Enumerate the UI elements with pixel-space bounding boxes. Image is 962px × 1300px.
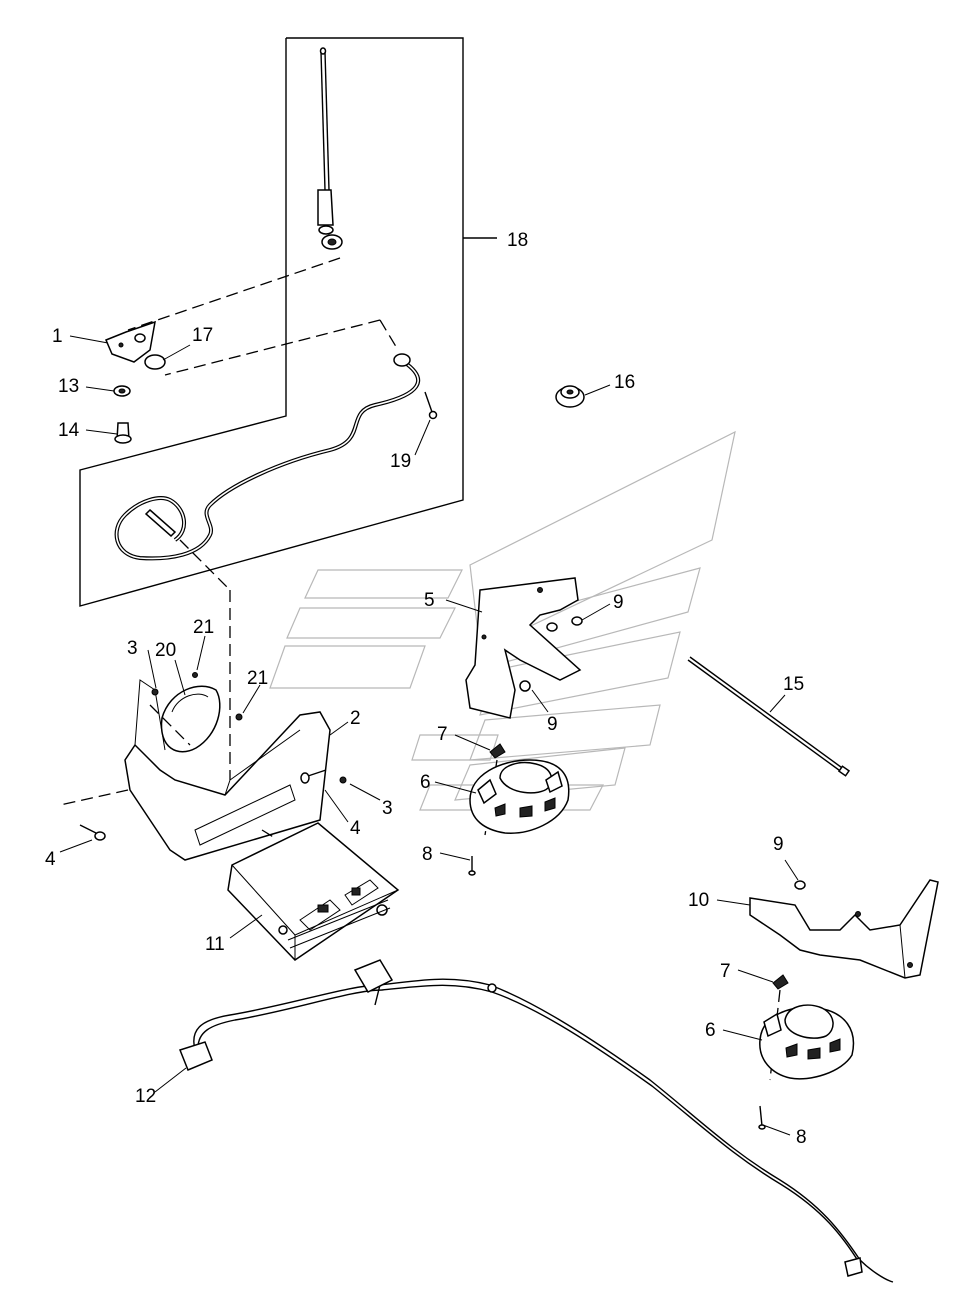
screw-9 xyxy=(519,616,806,890)
washer-17 xyxy=(144,354,166,370)
callout-9: 9 xyxy=(547,714,558,735)
speaker-6 xyxy=(469,759,570,834)
clip-21 xyxy=(192,672,243,721)
cable-clip-19 xyxy=(424,391,438,420)
watermark-logo xyxy=(269,430,736,811)
callout-12: 12 xyxy=(135,1086,156,1107)
callout-20: 20 xyxy=(155,640,176,661)
callout-7: 7 xyxy=(720,961,731,982)
grommet-16 xyxy=(555,385,585,408)
callout-14: 14 xyxy=(58,420,80,441)
antenna-kit-boundary xyxy=(79,37,497,607)
callout-2: 2 xyxy=(350,708,361,729)
bolt-14 xyxy=(114,422,132,444)
antenna-mast xyxy=(317,47,343,250)
callout-3: 3 xyxy=(127,638,138,659)
callout-6: 6 xyxy=(705,1020,716,1041)
callout-15: 15 xyxy=(783,674,804,695)
callout-21: 21 xyxy=(193,617,214,638)
callout-5: 5 xyxy=(424,590,435,611)
callout-1: 1 xyxy=(52,326,63,347)
callout-21: 21 xyxy=(247,668,268,689)
cable-tie-15 xyxy=(687,656,851,777)
callout-16: 16 xyxy=(614,372,635,393)
antenna-bracket xyxy=(105,320,156,363)
callout-9: 9 xyxy=(613,592,624,613)
callout-13: 13 xyxy=(58,376,79,397)
callout-8: 8 xyxy=(422,844,433,865)
radio-unit-11 xyxy=(227,822,400,961)
speaker-bracket-10 xyxy=(749,879,939,979)
callout-9: 9 xyxy=(773,834,784,855)
wiring-harness-12 xyxy=(179,959,894,1283)
antenna-cable xyxy=(114,353,420,561)
callout-17: 17 xyxy=(192,325,213,346)
callout-10: 10 xyxy=(688,890,709,911)
screw-4 xyxy=(79,769,327,841)
callout-labels: 1 2 3 3 4 4 5 6 6 7 7 8 8 9 9 9 10 11 12… xyxy=(45,230,807,1148)
callout-8: 8 xyxy=(796,1127,807,1148)
callout-18: 18 xyxy=(507,230,528,251)
callout-3: 3 xyxy=(382,798,393,819)
callout-7: 7 xyxy=(437,724,448,745)
leader-lines xyxy=(59,335,799,1136)
callout-19: 19 xyxy=(390,451,411,472)
nut-13 xyxy=(113,385,131,397)
screw-8 xyxy=(468,856,766,1130)
speaker-6-rear xyxy=(759,1004,855,1080)
callout-4: 4 xyxy=(45,849,56,870)
radio-mounting-bracket xyxy=(59,679,347,861)
speaker-grille-20 xyxy=(149,685,221,753)
callout-11: 11 xyxy=(205,934,225,955)
callout-4: 4 xyxy=(350,818,361,839)
speaker-bracket-5 xyxy=(465,577,582,719)
callout-6: 6 xyxy=(420,772,431,793)
